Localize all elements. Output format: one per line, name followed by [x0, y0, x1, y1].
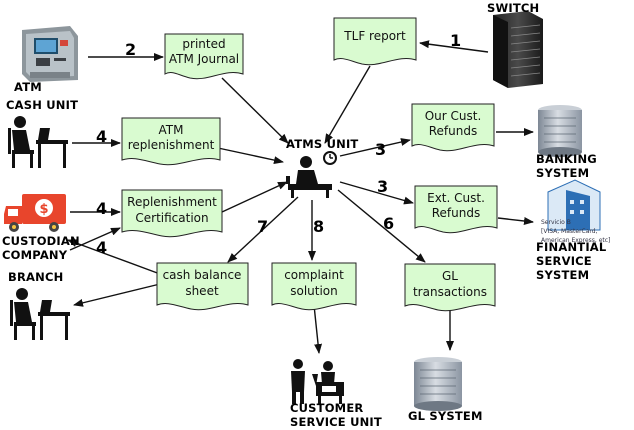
- server-tower-icon: [414, 357, 462, 411]
- doc-atm-replenishment[interactable]: ATM replenishment: [121, 117, 221, 166]
- documents: printed ATM Journal TLF report ATM reple…: [121, 17, 498, 312]
- doc-label-line: Certification: [135, 211, 208, 225]
- edge-switch-to-tlf: [419, 40, 489, 53]
- doc-label-line: Ext. Cust.: [427, 191, 485, 205]
- flow-number: 1: [450, 31, 461, 50]
- server-label-line: Servicio B: [541, 219, 571, 226]
- edge-ext-refunds-to-financial: [497, 217, 534, 225]
- flow-number: 3: [377, 177, 388, 196]
- edge-branch-to-certification: [69, 227, 121, 251]
- person-at-desk-with-clock-icon: [286, 151, 337, 198]
- entity-label-branch: BRANCH: [8, 270, 63, 284]
- edges: [67, 40, 534, 354]
- doc-cash-balance-sheet[interactable]: cash balance sheet: [156, 262, 249, 311]
- doc-label-line: replenishment: [128, 138, 215, 152]
- entity-label-financial-service: SERVICE: [536, 254, 592, 268]
- money-truck-icon: $: [4, 194, 66, 232]
- doc-label-line: cash balance: [163, 268, 242, 282]
- entity-label-banking: BANKING: [536, 152, 597, 166]
- atm-machine-icon: [22, 26, 78, 82]
- entity-labels: ATM CASH UNIT SWITCH ATMS UNIT BANKING S…: [2, 1, 607, 429]
- doc-label-line: Refunds: [432, 206, 481, 220]
- flow-number: 4: [96, 127, 107, 146]
- entity-label-company: COMPANY: [2, 248, 68, 262]
- doc-label-line: printed: [182, 37, 225, 51]
- edge-journal-to-atms: [221, 77, 289, 144]
- flow-number: 4: [96, 238, 107, 257]
- doc-complaint-solution[interactable]: complaint solution: [271, 262, 357, 311]
- doc-label-line: transactions: [413, 285, 487, 299]
- doc-our-cust-refunds[interactable]: Our Cust. Refunds: [411, 103, 495, 152]
- doc-label-line: ATM: [159, 123, 184, 137]
- entity-label-service-unit: SERVICE UNIT: [290, 415, 382, 429]
- edge-atms-to-our-refunds: [339, 138, 411, 157]
- edge-certification-to-atms: [221, 181, 288, 213]
- flow-number: 2: [125, 40, 136, 59]
- entity-label-gl-system: GL SYSTEM: [408, 409, 483, 423]
- edge-tlf-to-atms: [324, 65, 371, 144]
- edge-complaint-to-customer-service: [313, 304, 323, 354]
- doc-printed-atm-journal[interactable]: printed ATM Journal: [164, 33, 244, 80]
- server-label-line: American Express, etc]: [541, 237, 610, 244]
- doc-label-line: Replenishment: [127, 195, 217, 209]
- edge-atms-to-ext-refunds: [339, 181, 414, 205]
- flow-numbers: 1 2 3 3 4 4 4 7 8 6: [96, 31, 461, 257]
- doc-label-line: TLF report: [343, 29, 406, 43]
- server-building-icon: Servicio B [VISA, MasterCard, American E…: [541, 179, 610, 244]
- entity-label-customer: CUSTOMER: [290, 401, 363, 415]
- doc-label-line: GL: [442, 269, 458, 283]
- server-label-line: [VISA, MasterCard,: [541, 228, 598, 235]
- flow-number: 6: [383, 214, 394, 233]
- doc-label-line: Refunds: [429, 124, 478, 138]
- entity-label-financial: FINANTIAL: [536, 240, 607, 254]
- edge-cash-balance-to-branch: [73, 283, 161, 307]
- person-at-desk-icon: [10, 288, 70, 340]
- entity-label-atms-unit: ATMS UNIT: [286, 137, 358, 151]
- doc-gl-transactions[interactable]: GL transactions: [404, 263, 496, 312]
- doc-tlf-report[interactable]: TLF report: [333, 17, 417, 66]
- dollar-sign-icon: $: [39, 202, 48, 217]
- doc-label-line: sheet: [185, 284, 219, 298]
- entity-label-atm: ATM: [14, 80, 42, 94]
- entity-label-banking-system: SYSTEM: [536, 166, 589, 180]
- flow-number: 7: [257, 217, 268, 236]
- entity-label-financial-system: SYSTEM: [536, 268, 589, 282]
- flow-number: 8: [313, 217, 324, 236]
- edge-replenishment-to-atms: [217, 147, 284, 165]
- entity-label-switch: SWITCH: [487, 1, 539, 15]
- server-rack-icon: [493, 11, 543, 88]
- edge-atms-to-gl-transactions: [337, 189, 426, 263]
- edge-atms-to-cash-balance: [227, 196, 299, 263]
- doc-label-line: Our Cust.: [425, 109, 482, 123]
- server-tower-icon: [538, 105, 582, 157]
- doc-label-line: solution: [290, 284, 338, 298]
- edge-cash-balance-to-custodian: [67, 239, 161, 275]
- flow-number: 4: [96, 199, 107, 218]
- doc-ext-cust-refunds[interactable]: Ext. Cust. Refunds: [414, 185, 498, 234]
- doc-label-line: ATM Journal: [169, 52, 239, 66]
- doc-replenishment-certification[interactable]: Replenishment Certification: [121, 189, 223, 238]
- entity-label-custodian: CUSTODIAN: [2, 234, 80, 248]
- person-at-desk-icon: [8, 116, 68, 168]
- flow-number: 3: [375, 140, 386, 159]
- help-desk-icon: [291, 359, 344, 404]
- entity-label-cash-unit: CASH UNIT: [6, 98, 78, 112]
- doc-label-line: complaint: [284, 268, 344, 282]
